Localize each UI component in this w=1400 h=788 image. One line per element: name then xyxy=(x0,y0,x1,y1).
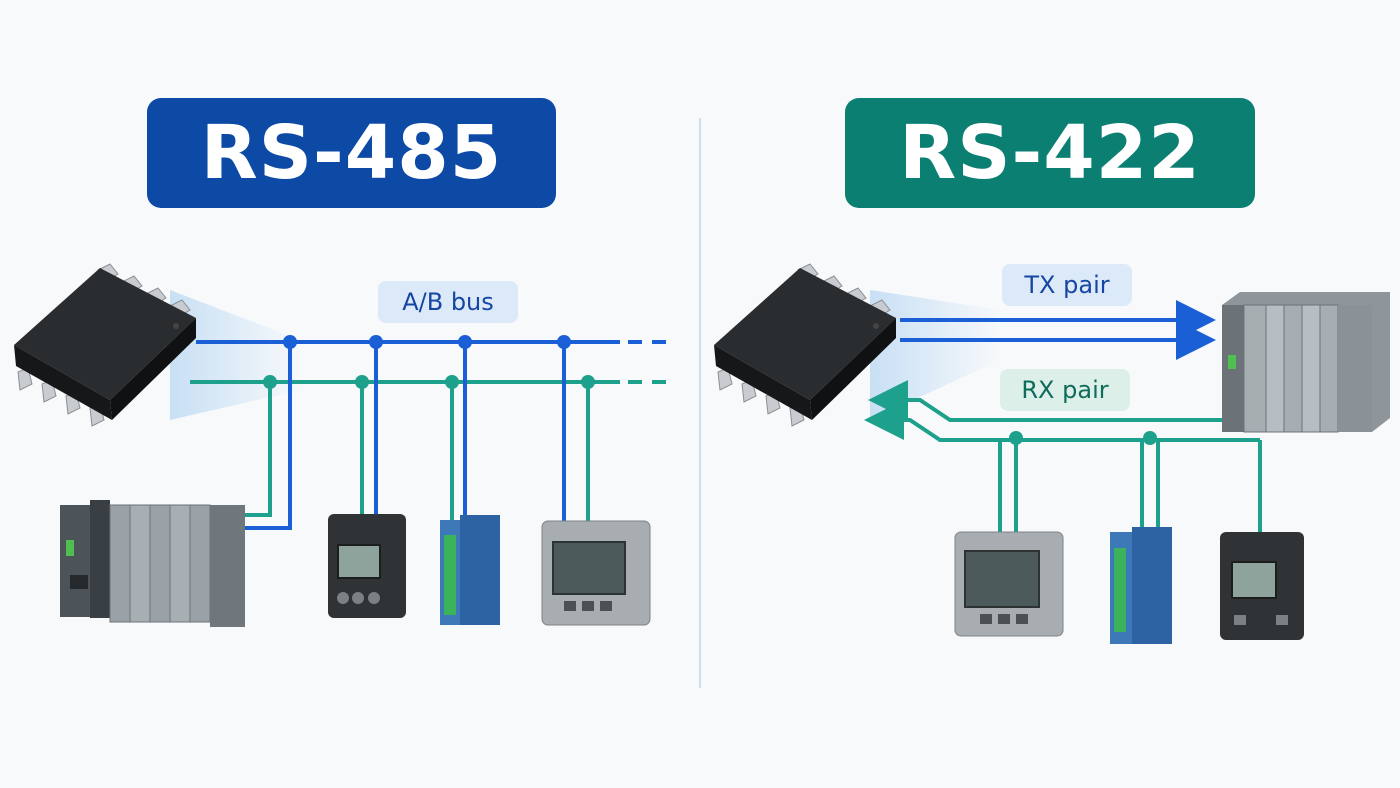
ab-bus-label: A/B bus xyxy=(378,281,518,323)
rx-pair-label: RX pair xyxy=(1000,369,1130,411)
rs485-diagram xyxy=(14,263,670,627)
plc-rack-icon xyxy=(60,500,245,627)
panel-meter-icon xyxy=(1220,532,1304,640)
tx-pair-label: TX pair xyxy=(1002,264,1132,306)
ic-chip-icon xyxy=(714,263,896,427)
din-rail-module-icon xyxy=(1110,527,1172,644)
rs422-panel: RS-422 TX pair RX pair xyxy=(700,0,1400,788)
ic-chip-icon xyxy=(14,263,196,427)
hmi-display-icon xyxy=(954,531,1064,637)
tx-pair-wires xyxy=(900,300,1216,360)
rs485-panel: RS-485 A/B bus xyxy=(14,98,670,627)
bus-drops xyxy=(245,342,590,530)
rs422-title: RS-422 xyxy=(845,98,1255,208)
rs422-diagram xyxy=(714,263,1390,644)
hmi-display-icon xyxy=(541,520,651,626)
rx-pair-wires xyxy=(864,380,1262,532)
panel-divider xyxy=(699,118,701,688)
plc-rack-icon xyxy=(1222,292,1390,433)
din-rail-module-icon xyxy=(440,515,500,625)
bus-junctions xyxy=(263,335,595,389)
panel-meter-icon xyxy=(328,514,406,618)
rs485-title: RS-485 xyxy=(147,98,556,208)
